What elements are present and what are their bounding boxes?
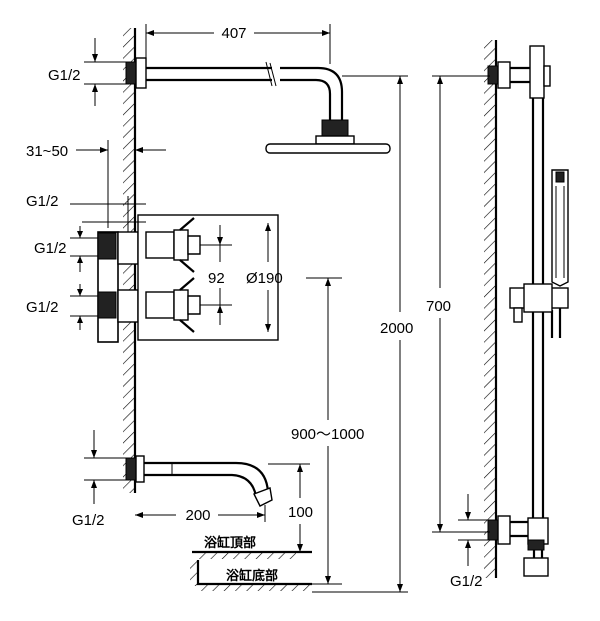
lower-inlet-dimension: G1/2 <box>26 284 98 330</box>
tub-bottom-label: 浴缸底部 <box>226 568 278 584</box>
rail-inlet-label: G1/2 <box>450 573 483 590</box>
arm-length-dimension: 407 <box>145 24 331 64</box>
rail-height-label: 700 <box>426 298 451 315</box>
lower-valve-handle <box>145 277 201 333</box>
right-wall <box>484 40 498 578</box>
hand-shower <box>550 169 569 338</box>
rail-bottom-bracket <box>487 515 549 577</box>
lower-inlet-label: G1/2 <box>26 299 59 316</box>
spout-inlet-dimension: G1/2 <box>72 430 126 529</box>
tub-spout <box>125 455 273 507</box>
top-inlet-dimension: G1/2 <box>48 38 126 106</box>
valve-spacing-dimension: 92 <box>200 225 232 325</box>
arm-length-label: 407 <box>221 25 246 42</box>
mid-inlet-label: G1/2 <box>34 240 67 257</box>
rail-height-dimension: 700 <box>426 75 490 533</box>
spout-height-label: 900～1000 <box>291 426 364 443</box>
top-inlet-label: G1/2 <box>48 67 81 84</box>
spout-inlet-label: G1/2 <box>72 512 105 529</box>
wall-offset-dimension: 31~50 <box>26 140 166 228</box>
total-height-label: 2000 <box>380 320 413 337</box>
head-diameter-dimension: Ø190 <box>246 215 283 340</box>
total-height-dimension: 2000 <box>312 75 413 593</box>
slide-holder <box>509 283 569 323</box>
upper-inlet-dimension: G1/2 <box>26 193 146 232</box>
tub-top-label: 浴缸頂部 <box>204 535 256 551</box>
upper-inlet-label: G1/2 <box>26 193 59 210</box>
shower-head <box>265 119 391 154</box>
head-diameter-label: Ø190 <box>246 270 283 287</box>
upper-valve-handle <box>145 217 201 273</box>
wall-offset-label: 31~50 <box>26 143 68 160</box>
tub-outline <box>190 550 312 591</box>
spout-clearance-label: 100 <box>288 504 313 521</box>
valve-spacing-label: 92 <box>208 270 225 287</box>
rail-inlet-dimension: G1/2 <box>450 494 488 590</box>
spout-length-dimension: 200 <box>135 505 266 524</box>
rail-top-bracket <box>487 45 551 99</box>
spout-length-label: 200 <box>185 507 210 524</box>
shower-arm <box>125 57 344 122</box>
spout-clearance-dimension: 100 <box>268 463 313 552</box>
mid-inlet-dimension: G1/2 <box>34 226 98 272</box>
spout-height-dimension: 900～1000 <box>291 277 364 585</box>
